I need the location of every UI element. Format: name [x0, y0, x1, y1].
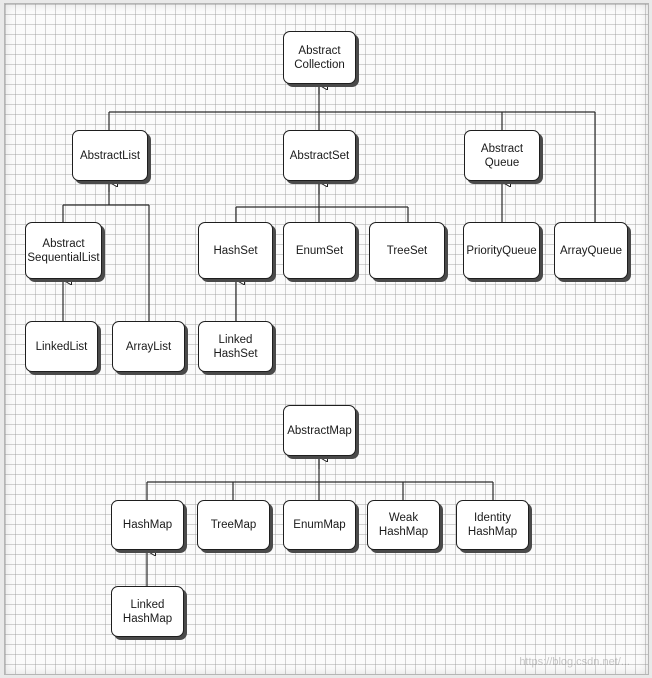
node-label: AbstractList	[79, 149, 141, 162]
node-label: Abstract Queue	[480, 142, 524, 169]
node-hash-map: HashMap	[111, 500, 184, 550]
node-enum-set: EnumSet	[283, 222, 356, 279]
node-enum-map: EnumMap	[283, 500, 356, 550]
node-label: Identity HashMap	[467, 512, 518, 538]
node-label: LinkedList	[35, 340, 88, 353]
node-label: Weak HashMap	[378, 512, 429, 538]
node-abstract-map: AbstractMap	[283, 405, 356, 456]
node-abstract-queue: Abstract Queue	[464, 130, 540, 181]
node-priority-queue: PriorityQueue	[463, 222, 540, 279]
node-label: AbstractMap	[287, 424, 352, 437]
node-label: Linked HashMap	[122, 598, 173, 625]
node-array-queue: ArrayQueue	[554, 222, 628, 279]
node-label: HashSet	[213, 244, 258, 257]
node-tree-set: TreeSet	[369, 222, 445, 279]
node-label: ArrayList	[125, 340, 172, 353]
edge-map-bus	[147, 457, 493, 483]
node-label: ArrayQueue	[559, 244, 622, 257]
node-label: Abstract Collection	[294, 44, 345, 71]
node-label: TreeSet	[386, 244, 428, 257]
node-linked-list: LinkedList	[25, 321, 98, 372]
node-hash-set: HashSet	[198, 222, 273, 279]
node-label: EnumSet	[295, 244, 344, 257]
node-linked-hash-set: Linked HashSet	[198, 321, 273, 372]
edge-collection-bus	[109, 85, 595, 113]
node-abstract-sequential-list: Abstract SequentialList	[25, 222, 102, 279]
node-label: Abstract SequentialList	[27, 237, 100, 264]
diagram-canvas: Abstract Collection AbstractList Abstrac…	[4, 3, 649, 675]
node-linked-hash-map: Linked HashMap	[111, 586, 184, 637]
node-abstract-set: AbstractSet	[283, 130, 356, 181]
watermark: https://blog.csdn.net/...	[519, 656, 630, 668]
node-label: EnumMap	[293, 519, 346, 531]
node-identity-hash-map: Identity HashMap	[456, 500, 529, 550]
edge-list-bus	[63, 182, 149, 206]
node-abstract-collection: Abstract Collection	[283, 31, 356, 84]
node-label: TreeMap	[210, 519, 257, 531]
node-label: Linked HashSet	[213, 333, 258, 360]
node-label: HashMap	[122, 519, 173, 531]
node-abstract-list: AbstractList	[72, 130, 148, 181]
node-weak-hash-map: Weak HashMap	[367, 500, 440, 550]
node-label: PriorityQueue	[466, 244, 537, 257]
edge-set-bus	[236, 182, 408, 208]
node-tree-map: TreeMap	[197, 500, 270, 550]
node-array-list: ArrayList	[112, 321, 185, 372]
inheritance-edges	[62, 4, 596, 586]
node-label: AbstractSet	[289, 149, 350, 162]
